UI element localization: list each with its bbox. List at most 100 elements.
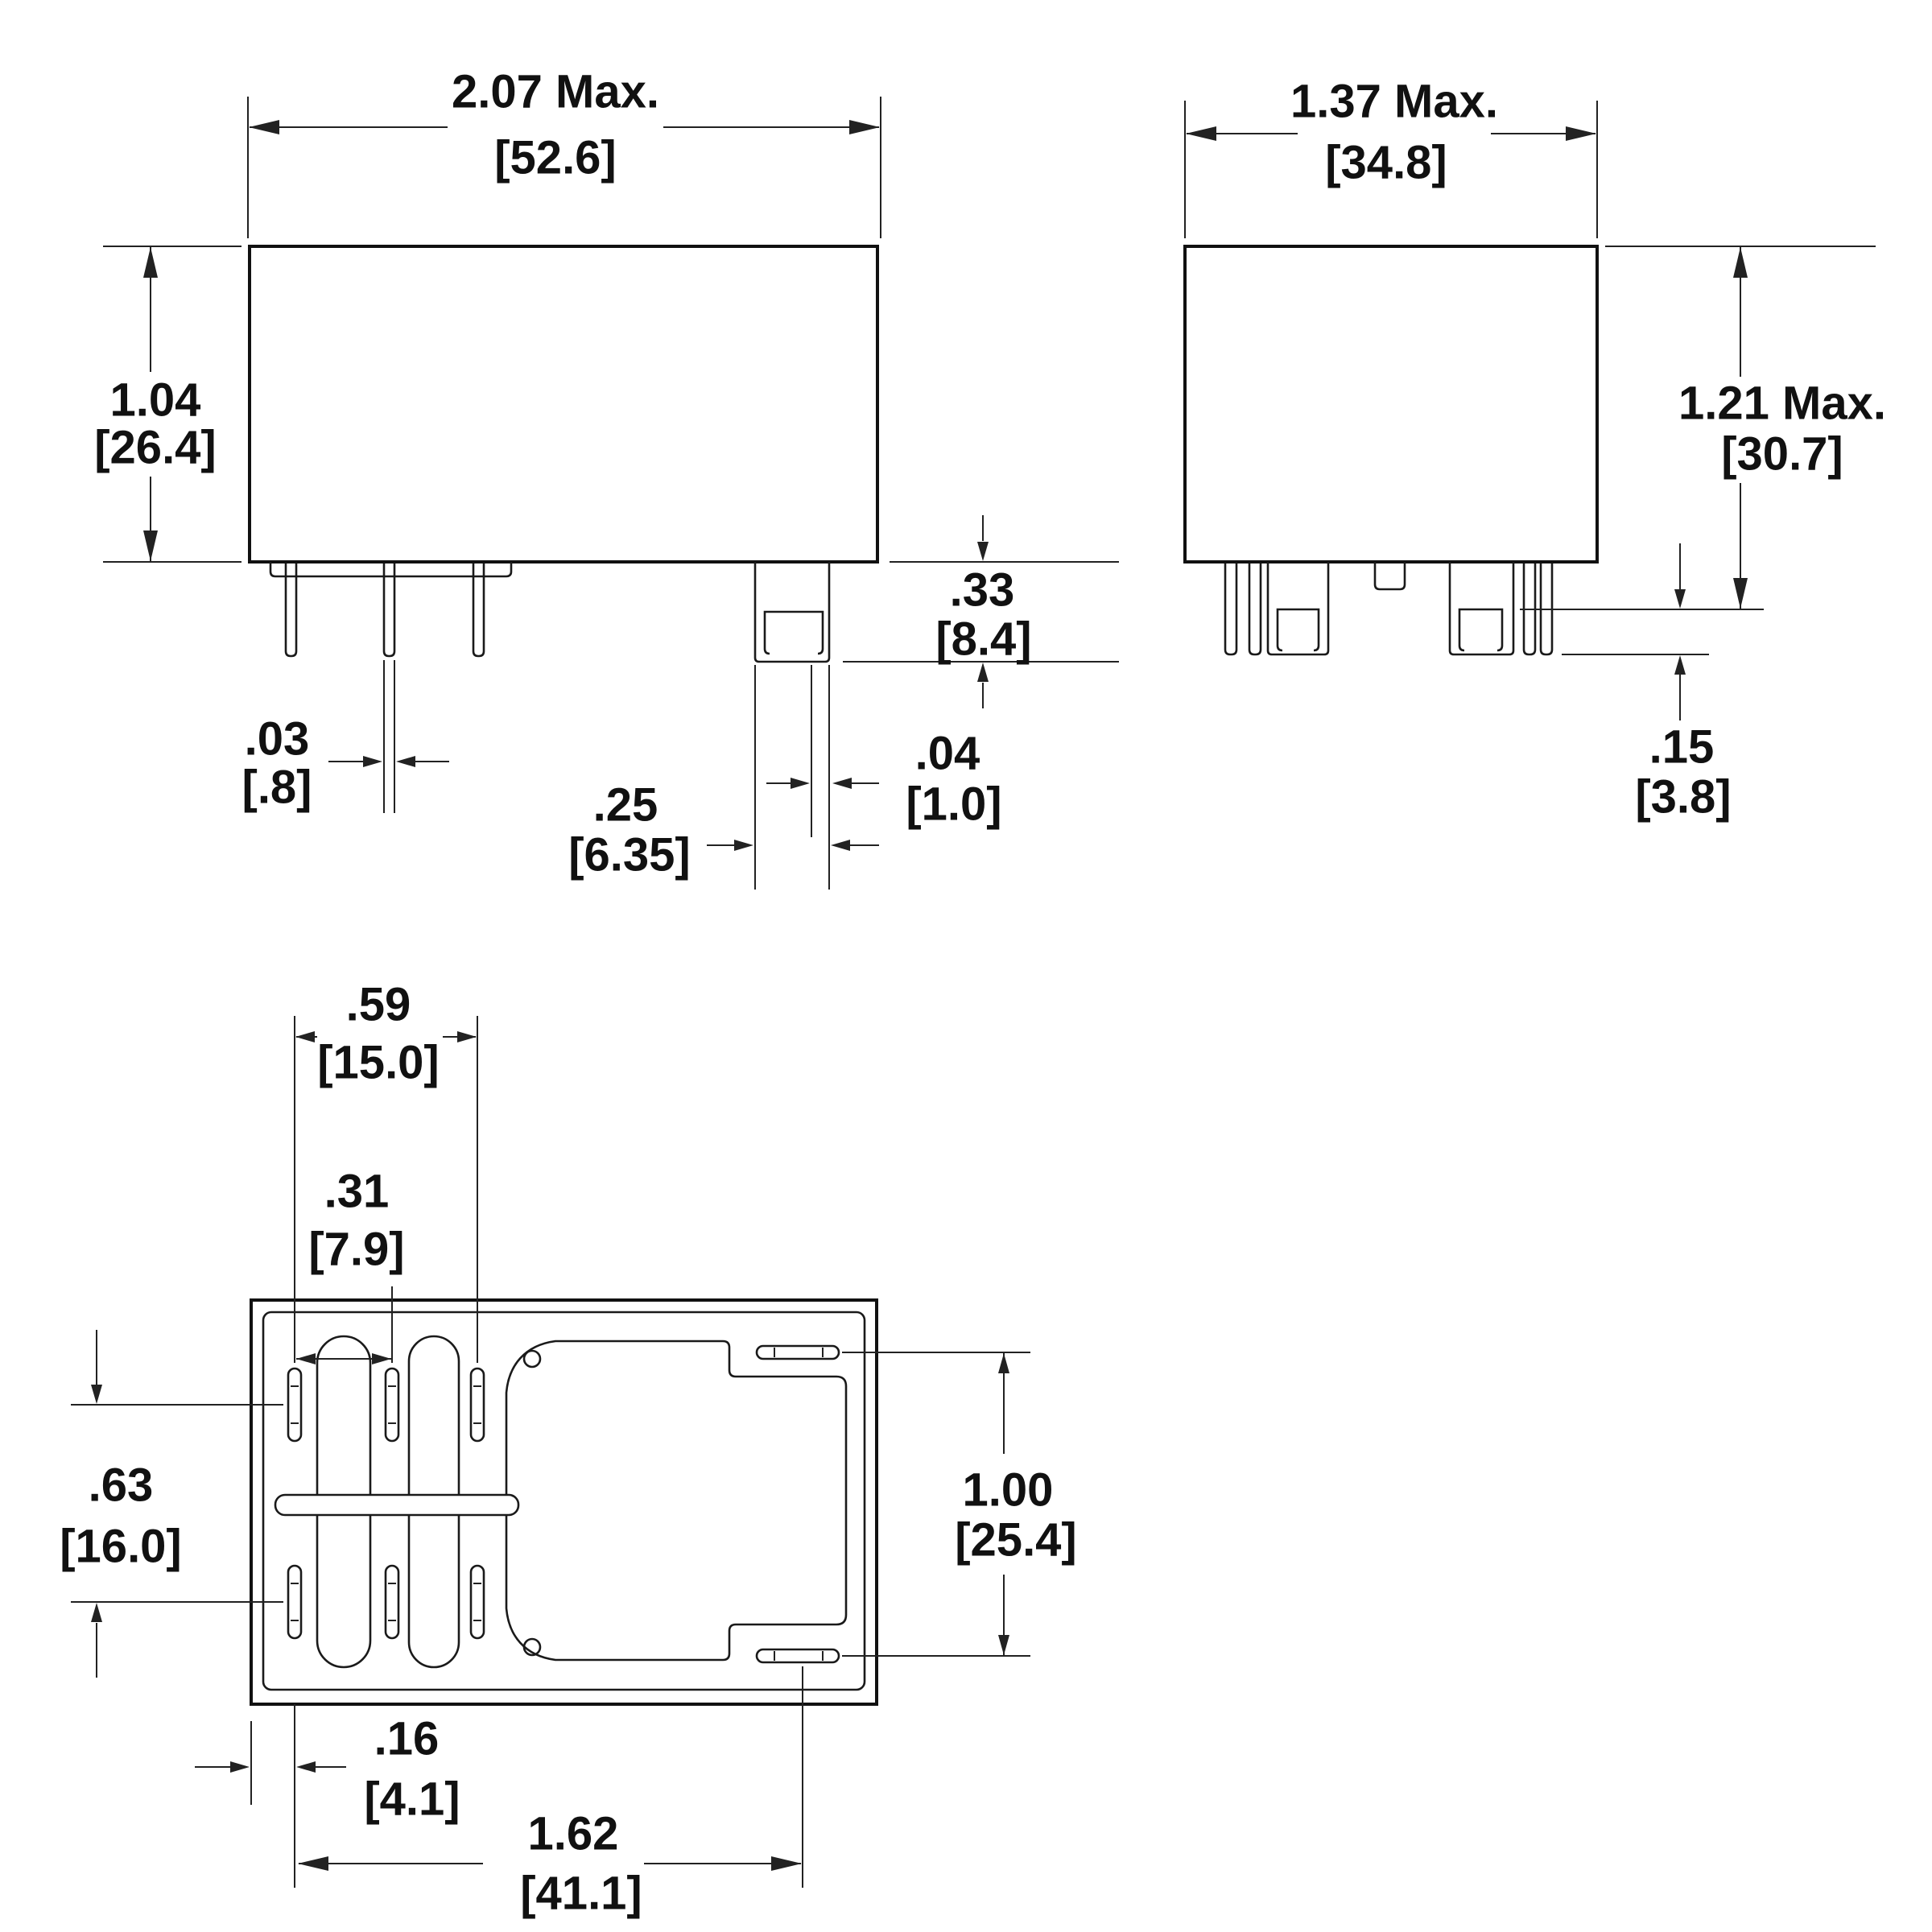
dim-front-height-inches: 1.04 [110, 374, 201, 427]
dim-front-blade-width-arrows [734, 840, 850, 851]
dim-front-width: 2.07 Max. [52.6] [247, 66, 881, 238]
bottom-pin-slot-3 [469, 1367, 485, 1443]
dim-bottom-slot-spacing-mm: [25.4] [955, 1514, 1077, 1567]
dim-bottom-slot-spacing-inches: 1.00 [963, 1464, 1054, 1517]
dim-bottom-blade-offset: 1.62 [41.1] [298, 1666, 803, 1920]
side-qc-blade-2 [1448, 562, 1515, 656]
dim-bottom-slot-spacing: 1.00 [25.4] [842, 1352, 1077, 1657]
dim-front-pin-thickness-lines [328, 660, 449, 813]
bottom-view: .59 [15.0] .31 [7.9] .63 [16.0] 1.00 [25… [60, 979, 1077, 1920]
front-view: 2.07 Max. [52.6] 1.04 [26.4] .33 [8.4] .… [94, 66, 1119, 890]
dim-bottom-pin-pitch: .31 [7.9] [296, 1166, 405, 1364]
dim-front-width-lines [247, 97, 881, 238]
dim-side-width-inches: 1.37 Max. [1290, 76, 1498, 128]
dim-front-blade-thickness-inches: .04 [915, 728, 980, 780]
dim-front-pin-thickness-mm: [.8] [242, 762, 312, 814]
dim-front-height-mm: [26.4] [94, 422, 217, 474]
dim-bottom-pin-pitch-arrows [296, 1353, 391, 1364]
dim-bottom-edge-offset-lines [195, 1704, 346, 1888]
side-view: 1.37 Max. [34.8] 1.21 Max. [30.7] .15 [3… [1183, 76, 1886, 824]
dim-front-blade-width-lines [707, 665, 879, 890]
dim-front-blade-width: .25 [6.35] [568, 665, 879, 890]
dim-front-blade-width-mm: [6.35] [568, 829, 691, 881]
side-qc-blade-1-notch [1276, 608, 1320, 652]
dim-front-standoff-inches: .33 [950, 564, 1015, 617]
side-case-tab [1373, 562, 1406, 591]
dim-bottom-pin-span-mm: [15.0] [317, 1037, 440, 1089]
dim-bottom-blade-offset-mm: [41.1] [520, 1868, 642, 1920]
side-pin-3 [1522, 564, 1537, 656]
front-pin-bracket [269, 562, 513, 578]
dim-front-height-lines [103, 246, 242, 563]
dim-front-standoff: .33 [8.4] [843, 515, 1119, 708]
bottom-pin-slot-1 [287, 1367, 303, 1443]
dim-bottom-pin-pitch-inches: .31 [324, 1166, 390, 1218]
dim-bottom-row-spacing-lines [71, 1330, 283, 1678]
dim-bottom-edge-offset-mm: [4.1] [364, 1773, 460, 1826]
side-pin-2 [1248, 564, 1262, 656]
dim-side-pin-protrusion-inches: .15 [1649, 721, 1715, 774]
dim-bottom-blade-offset-inches: 1.62 [528, 1808, 619, 1860]
dim-front-blade-thickness-mm: [1.0] [906, 778, 1001, 831]
front-qc-blade [753, 562, 831, 663]
side-pin-1 [1224, 564, 1238, 656]
bottom-qc-slot-ticks [774, 1348, 824, 1661]
dim-front-pin-thickness-arrows [363, 756, 415, 767]
bottom-pin-slot-2 [384, 1367, 400, 1443]
bottom-qc-slot-bottom [755, 1648, 840, 1664]
front-coil-pin-1 [284, 564, 298, 658]
dim-side-width-mm: [34.8] [1325, 137, 1447, 189]
front-coil-pin-3 [472, 564, 485, 658]
dim-front-width-mm: [52.6] [494, 132, 617, 184]
dim-side-height-mm: [30.7] [1721, 428, 1843, 481]
dim-bottom-pin-span-arrows [295, 1031, 477, 1042]
dim-side-width-lines [1184, 101, 1598, 238]
front-body-outline [248, 245, 879, 564]
bottom-qc-slot-top [755, 1344, 840, 1360]
dim-bottom-row-spacing-mm: [16.0] [60, 1521, 182, 1573]
dim-front-standoff-lines [843, 515, 1119, 708]
dim-side-height: 1.21 Max. [30.7] [1605, 246, 1886, 609]
dim-front-blade-thickness-lines [766, 665, 879, 837]
dim-bottom-row-spacing-inches: .63 [89, 1459, 154, 1512]
dim-front-standoff-mm: [8.4] [935, 613, 1031, 666]
front-coil-pin-2 [382, 564, 396, 658]
bottom-contact-cavity-outline [505, 1340, 848, 1662]
bottom-pin-slot-ticks [291, 1385, 481, 1621]
bottom-cross-bar [274, 1493, 520, 1517]
dim-side-pin-protrusion-mm: [3.8] [1635, 771, 1731, 824]
dim-front-width-inches: 2.07 Max. [452, 66, 659, 118]
dim-side-width: 1.37 Max. [34.8] [1184, 76, 1598, 238]
bottom-pin-slot-6 [469, 1564, 485, 1640]
dim-front-pin-thickness-inches: .03 [245, 713, 310, 766]
bottom-hole-bottom [522, 1637, 542, 1657]
side-qc-blade-1 [1266, 562, 1330, 656]
bottom-pin-slot-5 [384, 1564, 400, 1640]
side-pin-4 [1539, 564, 1554, 656]
dim-bottom-edge-offset: .16 [4.1] [195, 1704, 460, 1888]
dim-front-blade-width-inches: .25 [593, 779, 658, 832]
side-body-outline [1183, 245, 1599, 564]
dim-bottom-pin-span-lines [294, 1016, 478, 1363]
front-qc-blade-notch [763, 610, 824, 655]
bottom-inner-outline [262, 1311, 866, 1691]
dim-front-pin-thickness: .03 [.8] [242, 660, 449, 814]
dim-front-height: 1.04 [26.4] [94, 246, 242, 563]
side-seating-plane-lines [1520, 609, 1764, 655]
dim-bottom-edge-offset-arrows [230, 1761, 316, 1773]
dim-bottom-pin-span: .59 [15.0] [294, 979, 478, 1363]
side-qc-blade-2-notch [1458, 608, 1504, 652]
dim-side-pin-protrusion-arrows [1674, 589, 1686, 675]
dim-bottom-pin-pitch-mm: [7.9] [308, 1224, 404, 1276]
bottom-hole-top [522, 1349, 542, 1368]
dim-side-pin-protrusion: .15 [3.8] [1635, 543, 1732, 824]
bottom-pin-slot-4 [287, 1564, 303, 1640]
dim-bottom-slot-spacing-lines [842, 1352, 1030, 1657]
dim-side-height-inches: 1.21 Max. [1678, 378, 1886, 430]
dim-front-blade-thickness: .04 [1.0] [766, 665, 1002, 837]
dim-bottom-edge-offset-inches: .16 [374, 1713, 440, 1765]
dim-front-blade-thickness-arrows [791, 778, 852, 789]
dim-bottom-row-spacing: .63 [16.0] [60, 1330, 283, 1678]
